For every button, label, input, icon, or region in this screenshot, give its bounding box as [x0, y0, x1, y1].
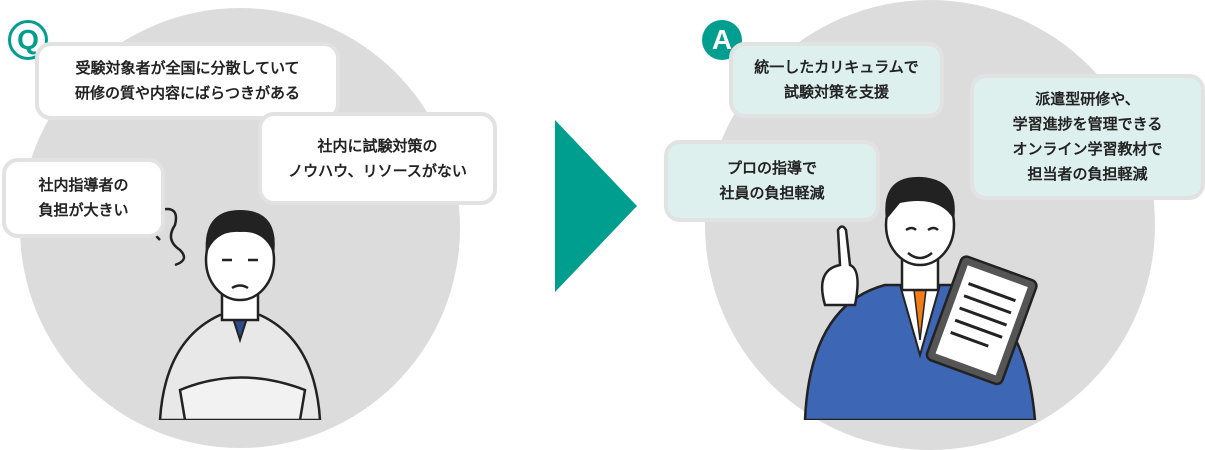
question-badge-label: Q — [17, 24, 39, 55]
question-bubble-2: 社内に試験対策の ノウハウ、リソースがない — [258, 112, 497, 205]
answer-bubble-1: 統一したカリキュラムで 試験対策を支援 — [729, 42, 944, 118]
arrow-right-icon — [555, 120, 637, 292]
question-bubble-1: 受験対象者が全国に分散していて 研修の質や内容にばらつきがある — [35, 42, 340, 120]
answer-bubble-2: 派遣型研修や、 学習進捗を管理できる オンライン学習教材で 担当者の負担軽減 — [970, 74, 1205, 200]
question-bubble-3: 社内指導者の 負担が大きい — [2, 158, 165, 238]
question-bubble-2-text: 社内に試験対策の ノウハウ、リソースがない — [288, 136, 467, 180]
question-bubble-3-text: 社内指導者の 負担が大きい — [38, 176, 129, 219]
answer-bubble-2-text: 派遣型研修や、 学習進捗を管理できる オンライン学習教材で 担当者の負担軽減 — [1012, 90, 1163, 183]
answer-bubble-3-text: プロの指導で 社員の負担軽減 — [719, 159, 825, 202]
worried-worker-illustration — [148, 207, 322, 420]
answer-badge-label: A — [711, 24, 733, 55]
question-bubble-1-text: 受験対象者が全国に分散していて 研修の質や内容にばらつきがある — [74, 59, 300, 102]
answer-bubble-1-text: 統一したカリキュラムで 試験対策を支援 — [754, 58, 919, 101]
confident-businessman-illustration — [803, 176, 1038, 420]
answer-bubble-3: プロの指導で 社員の負担軽減 — [664, 140, 880, 222]
